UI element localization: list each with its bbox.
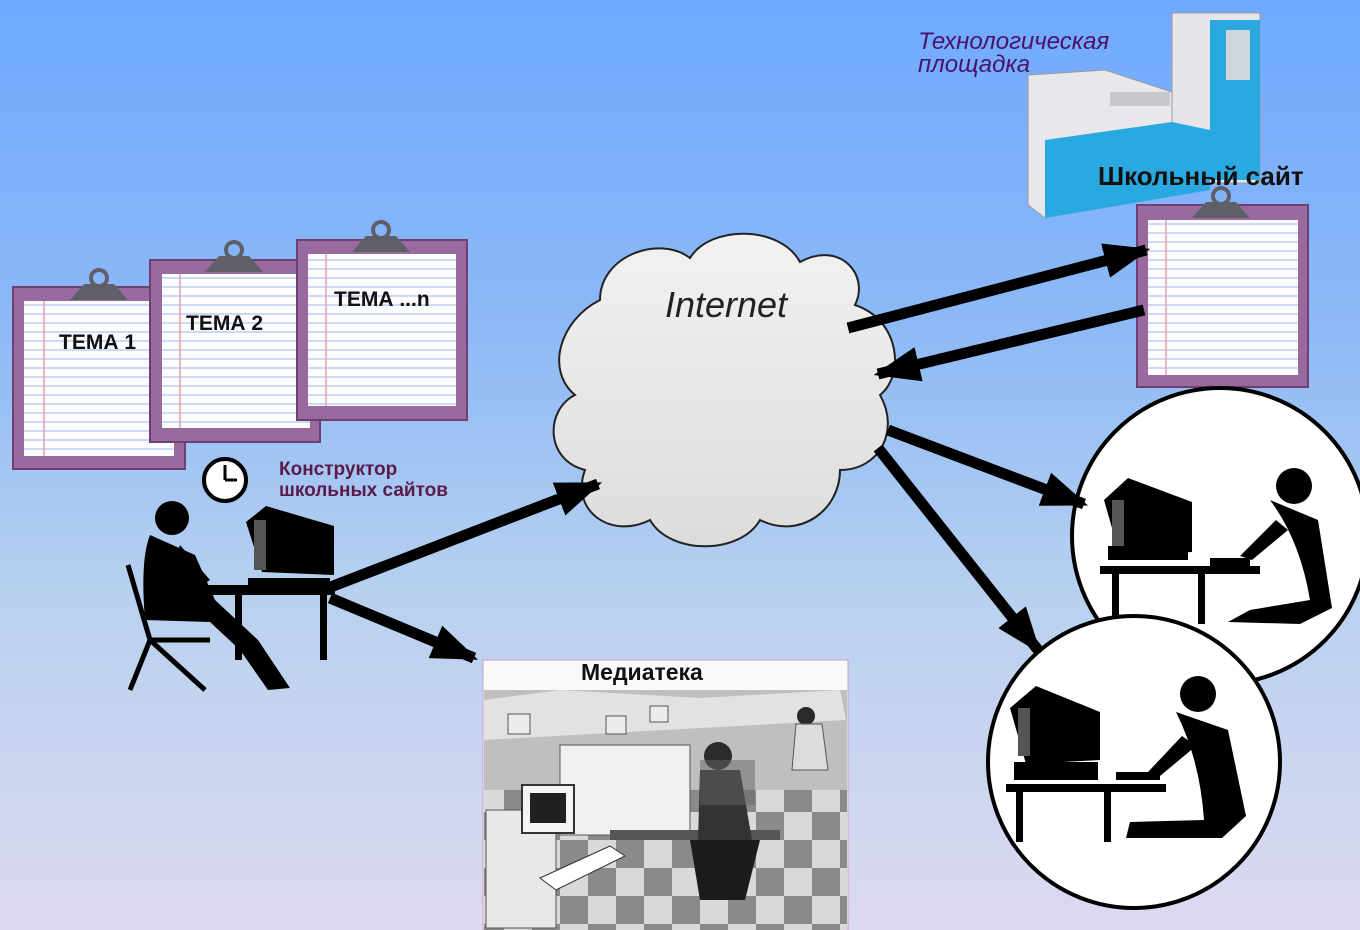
topic-clipboard-3: [296, 220, 468, 421]
builder-label-line-2: школьных сайтов: [279, 480, 448, 501]
school-site-label: Школьный сайт: [1098, 161, 1304, 191]
internet-label: Internet: [665, 284, 788, 325]
person-at-computer-icon: [125, 501, 335, 692]
topic-label-3: ТЕМА ...n: [334, 288, 430, 311]
builder-label: Конструктор школьных сайтов: [279, 459, 448, 501]
topic-label-1: ТЕМА 1: [59, 331, 137, 354]
user-man-at-computer-icon: [986, 614, 1282, 910]
server-icon: [1027, 12, 1261, 219]
computer-lab-icon: [482, 659, 849, 930]
user-woman-at-computer-icon: [1070, 386, 1360, 686]
media-library-label: Медиатека: [581, 659, 703, 685]
arrow-school-site-to-internet: [873, 304, 1146, 382]
arrows: [326, 243, 1151, 664]
hosting-label-line-1: Технологическая: [918, 28, 1110, 55]
arrow-builder-to-internet: [326, 478, 603, 594]
arrow-builder-to-media-library: [327, 592, 479, 664]
cloud-icon: [552, 232, 896, 548]
clock-icon: [202, 457, 248, 503]
arrow-internet-to-user-1: [886, 424, 1089, 510]
topic-clipboard-2: [149, 240, 321, 443]
arrow-internet-to-school-site: [846, 243, 1151, 334]
hosting-label: Технологическая площадка: [918, 28, 1110, 78]
arrow-internet-to-user-2: [873, 444, 1043, 654]
clipboard-icon: [1136, 186, 1309, 388]
hosting-label-line-2: площадка: [918, 51, 1031, 78]
topic-label-2: ТЕМА 2: [186, 312, 264, 335]
builder-label-line-1: Конструктор: [279, 459, 398, 480]
